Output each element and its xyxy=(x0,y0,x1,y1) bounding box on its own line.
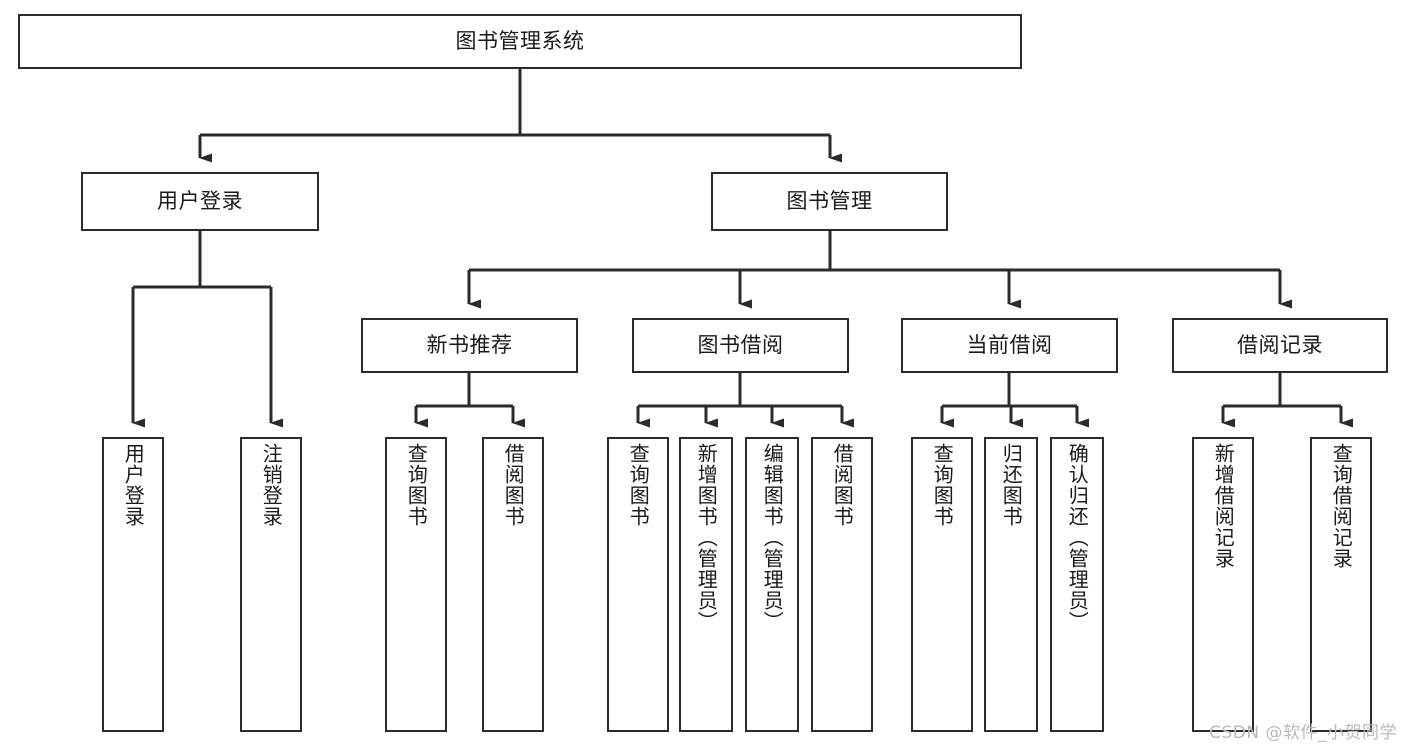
node-leaf-return-book[interactable]: 归还图书 xyxy=(984,437,1038,732)
node-leaf-query-borrow-record-label: 查询借阅记录 xyxy=(1329,443,1354,569)
node-leaf-add-book-admin-label: 新增图书（管理员） xyxy=(694,443,719,632)
node-leaf-query-book-1[interactable]: 查询图书 xyxy=(385,437,447,732)
node-leaf-borrow-book-1[interactable]: 借阅图书 xyxy=(482,437,544,732)
node-leaf-logout-login[interactable]: 注销登录 xyxy=(240,437,302,732)
node-leaf-confirm-return-admin[interactable]: 确认归还（管理员） xyxy=(1050,437,1104,732)
node-leaf-confirm-return-admin-label: 确认归还（管理员） xyxy=(1065,443,1090,632)
node-leaf-borrow-book-2[interactable]: 借阅图书 xyxy=(811,437,873,732)
node-root[interactable]: 图书管理系统 xyxy=(18,14,1022,69)
node-borrow-records[interactable]: 借阅记录 xyxy=(1172,318,1388,373)
node-new-book-recommend-label: 新书推荐 xyxy=(426,332,513,357)
node-leaf-query-borrow-record[interactable]: 查询借阅记录 xyxy=(1310,437,1372,732)
node-leaf-user-login[interactable]: 用户登录 xyxy=(102,437,164,732)
node-leaf-add-book-admin[interactable]: 新增图书（管理员） xyxy=(679,437,733,732)
node-borrow-records-label: 借阅记录 xyxy=(1237,332,1323,357)
node-leaf-query-book-3[interactable]: 查询图书 xyxy=(911,437,973,732)
node-current-borrow-label: 当前借阅 xyxy=(966,332,1053,357)
node-leaf-add-borrow-record[interactable]: 新增借阅记录 xyxy=(1192,437,1254,732)
node-new-book-recommend[interactable]: 新书推荐 xyxy=(361,318,578,373)
node-book-management[interactable]: 图书管理 xyxy=(711,172,948,231)
node-leaf-logout-login-label: 注销登录 xyxy=(259,443,284,527)
node-book-management-label: 图书管理 xyxy=(786,188,873,213)
node-book-borrow-label: 图书借阅 xyxy=(697,332,784,357)
node-leaf-query-book-1-label: 查询图书 xyxy=(404,443,429,527)
node-book-borrow[interactable]: 图书借阅 xyxy=(632,318,849,373)
node-leaf-edit-book-admin-label: 编辑图书（管理员） xyxy=(760,443,785,632)
node-leaf-borrow-book-2-label: 借阅图书 xyxy=(830,443,855,527)
node-root-label: 图书管理系统 xyxy=(455,28,585,53)
node-leaf-query-book-3-label: 查询图书 xyxy=(930,443,955,527)
node-leaf-add-borrow-record-label: 新增借阅记录 xyxy=(1211,443,1236,569)
node-leaf-user-login-label: 用户登录 xyxy=(121,443,146,527)
node-leaf-query-book-2-label: 查询图书 xyxy=(626,443,651,527)
node-leaf-edit-book-admin[interactable]: 编辑图书（管理员） xyxy=(745,437,799,732)
csdn-watermark: CSDN @软件_小贺同学 xyxy=(1209,723,1397,743)
node-user-login-label: 用户登录 xyxy=(157,188,243,213)
node-leaf-borrow-book-1-label: 借阅图书 xyxy=(501,443,526,527)
node-leaf-query-book-2[interactable]: 查询图书 xyxy=(607,437,669,732)
node-leaf-return-book-label: 归还图书 xyxy=(999,443,1024,527)
node-user-login[interactable]: 用户登录 xyxy=(81,172,319,231)
node-current-borrow[interactable]: 当前借阅 xyxy=(901,318,1118,373)
